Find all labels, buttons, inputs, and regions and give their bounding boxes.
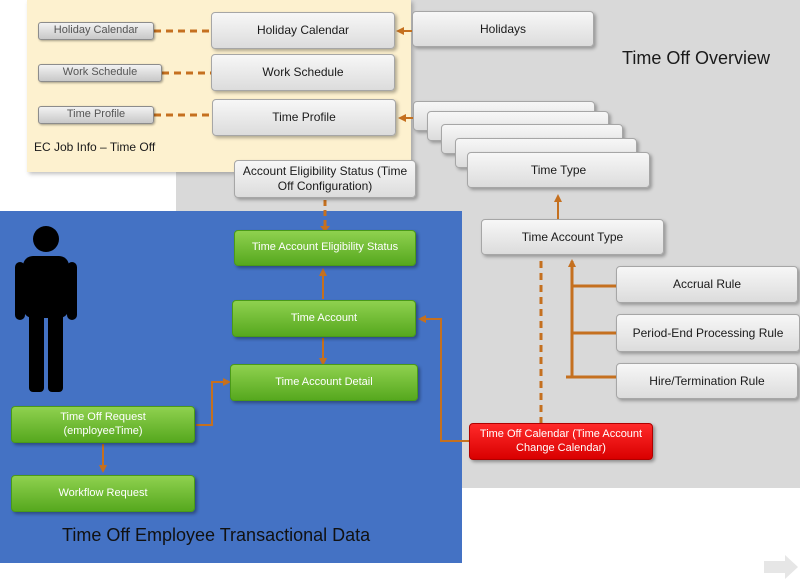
account-eligibility-status-box: Account Eligibility Status (Time Off Con…: [234, 160, 416, 198]
next-arrow-icon: [764, 555, 798, 579]
hire-termination-rule-box: Hire/Termination Rule: [616, 363, 798, 399]
time-account-type-box: Time Account Type: [481, 219, 664, 255]
time-profile-box: Time Profile: [212, 99, 396, 136]
holiday-calendar-box: Holiday Calendar: [211, 12, 395, 49]
workflow-request-box: Workflow Request: [11, 475, 195, 512]
time-type-box: Time Type: [467, 152, 650, 188]
work-schedule-box: Work Schedule: [211, 54, 395, 91]
job-info-work-schedule: Work Schedule: [38, 64, 162, 82]
transactional-data-title: Time Off Employee Transactional Data: [62, 525, 371, 545]
ec-job-info-label: EC Job Info – Time Off: [34, 140, 156, 154]
time-account-detail-box: Time Account Detail: [230, 364, 418, 401]
overview-title: Time Off Overview: [622, 48, 771, 68]
job-info-holiday-calendar: Holiday Calendar: [38, 22, 154, 40]
time-off-calendar-box: Time Off Calendar (Time Account Change C…: [469, 423, 653, 460]
job-info-time-profile: Time Profile: [38, 106, 154, 124]
time-account-eligibility-status-box: Time Account Eligibility Status: [234, 230, 416, 266]
accrual-rule-box: Accrual Rule: [616, 266, 798, 303]
period-end-rule-box: Period-End Processing Rule: [616, 314, 800, 352]
time-account-box: Time Account: [232, 300, 416, 337]
holidays-box: Holidays: [412, 11, 594, 47]
time-off-request-box: Time Off Request (employeeTime): [11, 406, 195, 443]
